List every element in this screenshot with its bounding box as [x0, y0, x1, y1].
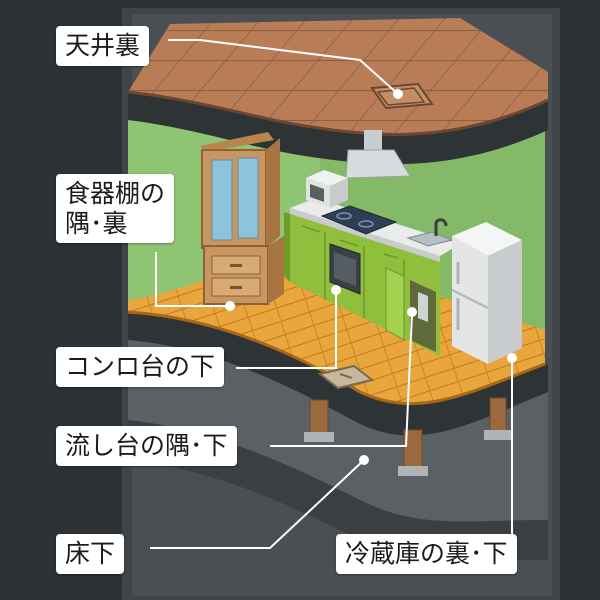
- label-stove: コンロ台の下: [56, 347, 225, 387]
- label-fridge: 冷蔵庫の裏･下: [336, 534, 517, 574]
- ceiling-slab: [128, 92, 548, 165]
- kitchen-counter: [284, 198, 460, 356]
- floor-slab: [128, 312, 548, 436]
- leader-dots: [225, 89, 517, 465]
- refrigerator: [451, 222, 522, 364]
- label-cupboard-line2: 隅･裏: [65, 208, 128, 238]
- label-ceiling: 天井裏: [56, 26, 150, 66]
- ceiling-tiles: [128, 18, 548, 135]
- cupboard: [200, 132, 284, 305]
- label-cupboard: 食器棚の 隅･裏: [56, 174, 175, 243]
- label-cupboard-line1: 食器棚の: [65, 179, 166, 208]
- ceiling-edge: [127, 90, 549, 136]
- label-floor: 床下: [56, 534, 125, 574]
- label-sink: 流し台の隅･下: [56, 426, 237, 466]
- floor-posts: [309, 397, 507, 471]
- foundation: [128, 340, 548, 522]
- sink-cabinet-door: [385, 267, 405, 341]
- faucet: [434, 218, 448, 236]
- range-hood: [345, 130, 411, 179]
- leader-lines: [150, 39, 513, 549]
- microwave: [306, 170, 348, 208]
